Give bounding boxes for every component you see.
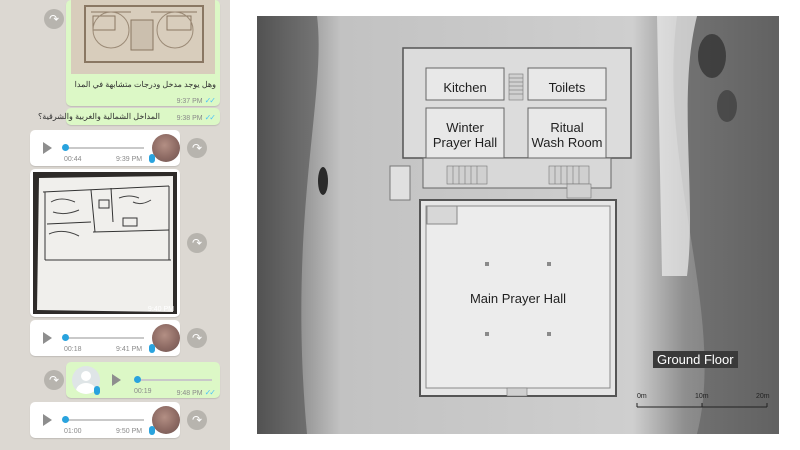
audio-progress-handle[interactable] [62,334,69,341]
forward-icon[interactable]: ↷ [44,9,64,29]
mic-icon [149,344,155,353]
room-label-ritual-wash-room: Ritual Wash Room [531,120,603,150]
audio-progress-handle[interactable] [62,416,69,423]
room-label-winter-prayer-hall: Winter Prayer Hall [432,120,498,150]
audio-message-incoming[interactable]: 00:18 9:41 PM [30,320,180,356]
room-label-toilets: Toilets [548,80,586,95]
forward-icon[interactable]: ↷ [187,233,207,253]
mic-icon [149,154,155,163]
audio-duration: 00:19 [134,388,152,395]
forward-icon[interactable]: ↷ [187,410,207,430]
audio-progress-track[interactable] [64,419,144,421]
scale-label-start: 0m [637,393,647,400]
image-message-outgoing[interactable]: وهل يوجد مدخل ودرجات متشابهة في المدا 9:… [66,0,220,106]
forward-icon[interactable]: ↷ [187,328,207,348]
read-ticks-icon: ✓✓ [204,113,216,122]
message-time: 9:40 PM [147,306,174,313]
message-time: 9:48 PM ✓✓ [176,388,217,397]
mic-icon [149,426,155,435]
room-label-main-prayer-hall: Main Prayer Hall [469,291,567,306]
read-ticks-icon: ✓✓ [204,388,216,397]
audio-progress-track[interactable] [136,379,212,381]
forward-icon[interactable]: ↷ [187,138,207,158]
aerial-background-image [257,16,779,434]
play-icon[interactable] [43,142,52,154]
floor-plan-map: Kitchen Toilets Winter Prayer Hall Ritua… [257,16,779,434]
audio-duration: 00:44 [64,156,82,163]
audio-duration: 01:00 [64,428,82,435]
message-time: 9:41 PM [116,346,143,353]
message-time: 9:39 PM [116,156,143,163]
message-time: 9:50 PM [116,428,143,435]
read-ticks-icon: ✓✓ [204,96,216,105]
message-time: 9:38 PM ✓✓ [176,113,217,122]
play-icon[interactable] [43,332,52,344]
forward-icon[interactable]: ↷ [44,370,64,390]
chat-panel: ↷ وهل يوجد مدخل ودرجات متشابهة في المدا … [0,0,230,450]
scale-label-end: 20m [756,393,770,400]
audio-progress-handle[interactable] [134,376,141,383]
message-text: المداخل الشمالية والغربية والشرقية؟ [38,112,160,121]
mic-icon [94,386,100,395]
sender-avatar [152,324,180,352]
plan-thumbnail-image[interactable] [71,0,215,74]
audio-duration: 00:18 [64,346,82,353]
audio-progress-handle[interactable] [62,144,69,151]
play-icon[interactable] [112,374,121,386]
audio-progress-track[interactable] [64,147,144,149]
audio-message-incoming[interactable]: 01:00 9:50 PM [30,402,180,438]
play-icon[interactable] [43,414,52,426]
image-caption: وهل يوجد مدخل ودرجات متشابهة في المدا [74,80,216,89]
audio-progress-track[interactable] [64,337,144,339]
audio-message-outgoing[interactable]: 00:19 9:48 PM ✓✓ [66,362,220,398]
floor-label: Ground Floor [653,351,738,368]
image-message-incoming[interactable]: 9:40 PM [30,169,180,317]
message-time: 9:37 PM ✓✓ [176,96,217,105]
text-message-outgoing[interactable]: المداخل الشمالية والغربية والشرقية؟ 9:38… [38,108,220,125]
sender-avatar [152,134,180,162]
sender-avatar [152,406,180,434]
hand-drawn-plan-image[interactable] [33,172,177,314]
scale-label-mid: 10m [695,393,709,400]
room-label-kitchen: Kitchen [443,80,487,95]
audio-message-incoming[interactable]: 00:44 9:39 PM [30,130,180,166]
